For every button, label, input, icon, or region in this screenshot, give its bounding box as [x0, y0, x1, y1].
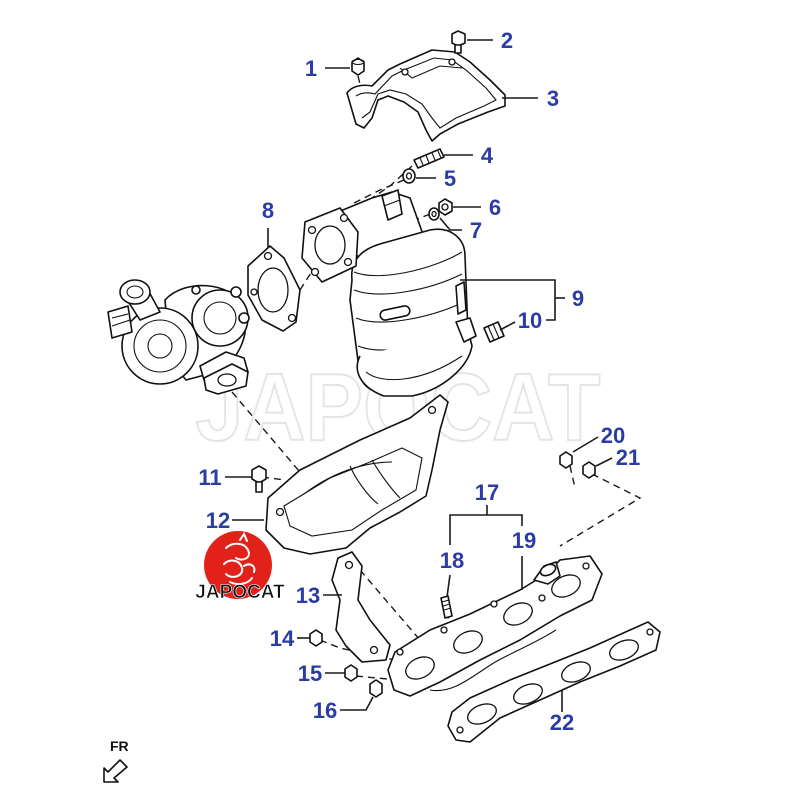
exhaust-manifold-19 — [387, 555, 603, 697]
callout-11: 11 — [198, 465, 221, 490]
callout-16: 16 — [313, 698, 337, 723]
nut-6 — [438, 198, 453, 216]
callout-13: 13 — [296, 583, 320, 608]
front-label: FR — [110, 738, 129, 754]
front-direction-indicator: FR — [103, 738, 129, 783]
bolt-11 — [251, 465, 267, 493]
manifold-gasket-22 — [447, 621, 661, 743]
logo-badge — [204, 531, 272, 599]
callout-15: 15 — [298, 661, 322, 686]
washer-7 — [428, 207, 440, 221]
flange-nut-1 — [351, 57, 365, 76]
front-arrow-icon — [103, 759, 128, 783]
callout-10: 10 — [518, 308, 542, 333]
callout-7: 7 — [470, 218, 482, 243]
turbo-outlet-gasket — [203, 363, 249, 395]
callout-labels: 1 2 3 4 5 6 7 8 9 10 11 12 13 14 15 16 1… — [198, 28, 640, 735]
nut-21 — [582, 461, 596, 479]
logo-wordmark: JAPOCAT — [195, 582, 285, 603]
nut-16 — [369, 679, 383, 698]
flange-gasket-8 — [247, 245, 301, 332]
callout-14: 14 — [270, 626, 295, 651]
callout-3: 3 — [547, 86, 559, 111]
callout-5: 5 — [444, 166, 456, 191]
catalytic-converter — [301, 189, 477, 397]
callout-4: 4 — [481, 143, 494, 168]
nut-15 — [344, 664, 358, 682]
callout-2: 2 — [501, 28, 513, 53]
lower-heat-shield — [265, 394, 449, 555]
washer-5 — [402, 168, 416, 184]
support-bracket-13 — [331, 551, 391, 663]
callout-8: 8 — [262, 198, 274, 223]
leader-lines — [225, 39, 613, 712]
stud-18 — [440, 595, 453, 619]
stud-4 — [413, 148, 445, 169]
callout-6: 6 — [489, 195, 501, 220]
callout-1: 1 — [305, 56, 317, 81]
callout-12: 12 — [206, 508, 230, 533]
bolt-2 — [451, 30, 466, 54]
callout-17: 17 — [475, 480, 499, 505]
sensor-plug-10 — [483, 321, 505, 343]
nut-14 — [309, 629, 323, 647]
callout-22: 22 — [550, 710, 574, 735]
callout-18: 18 — [440, 548, 464, 573]
nut-20 — [559, 451, 573, 469]
upper-heat-shield — [346, 49, 506, 142]
callout-19: 19 — [512, 528, 536, 553]
callout-21: 21 — [616, 445, 640, 470]
brand-logo: JAPOCAT — [195, 531, 285, 603]
logo-cat-icon — [223, 531, 256, 586]
callout-20: 20 — [601, 423, 625, 448]
callout-9: 9 — [572, 286, 584, 311]
